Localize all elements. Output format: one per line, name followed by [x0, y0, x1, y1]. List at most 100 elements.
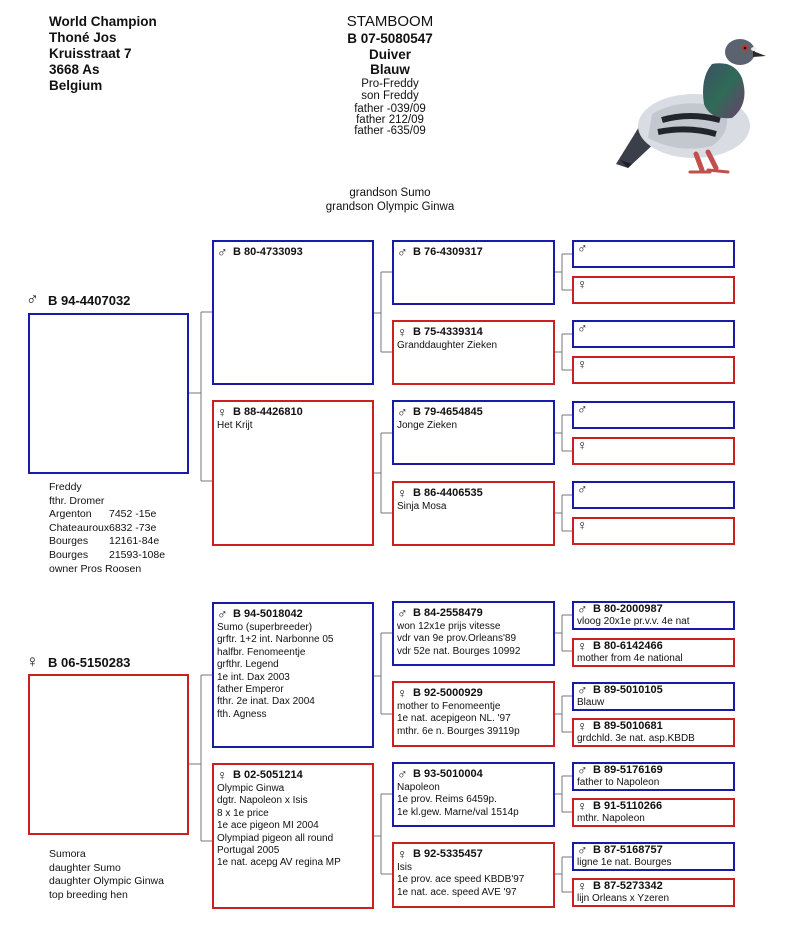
sire-ring: B 94-4407032: [48, 292, 131, 308]
pedigree-card-g4-14: ♀B 91-5110266 mthr. Napoleon: [572, 798, 735, 827]
female-icon: ♀: [577, 276, 588, 292]
card-line: fthr. 2e inat. Dax 2004: [217, 696, 315, 708]
card-line: fth. Agness: [217, 708, 267, 720]
card-line: grftr. 1+2 int. Narbonne 05: [217, 634, 334, 646]
subject-info-3: father -039/09: [354, 102, 426, 115]
subject-sex: Duiver: [368, 46, 412, 62]
owner-city: 3668 As: [49, 62, 100, 77]
male-icon: ♂: [397, 404, 408, 420]
female-icon: ♀: [577, 798, 588, 814]
dam-note: Sumora: [49, 848, 86, 860]
card-line: Jonge Zieken: [397, 420, 458, 431]
ring-number: B 76-4309317: [413, 246, 483, 258]
card-line: father to Napoleon: [577, 777, 660, 788]
card-line: 1e nat. acepigeon NL. '97: [397, 713, 511, 725]
pedigree-card-g4-10: ♀B 80-6142466 mother from 4e national: [572, 638, 735, 667]
sire-photo-box: [28, 313, 189, 474]
card-line: 1e nat. acepg AV regina MP: [217, 857, 341, 869]
male-icon: ♂: [397, 766, 408, 782]
ring-number: B 80-2000987: [593, 603, 663, 615]
subject-color: Blauw: [370, 62, 410, 77]
card-line: lijn Orleans x Yzeren: [577, 893, 670, 904]
male-icon: ♂: [397, 244, 408, 260]
pedigree-card-g4-13: ♂B 89-5176169 father to Napoleon: [572, 762, 735, 791]
ring-number: B 79-4654845: [413, 406, 483, 418]
ring-number: B 94-5018042: [233, 608, 303, 620]
male-icon: ♂: [577, 682, 588, 698]
card-line: Portugal 2005: [217, 845, 280, 857]
female-icon: ♀: [577, 878, 588, 894]
male-icon: ♂: [577, 401, 588, 417]
card-line: Olympic Ginwa: [217, 783, 285, 794]
ring-number: B 89-5010105: [593, 684, 663, 696]
ring-number: B 88-4426810: [233, 406, 303, 418]
female-icon: ♀: [26, 652, 39, 671]
dam-label: ♀ B 06-5150283: [26, 652, 130, 672]
pedigree-card-g4-5: ♂: [572, 401, 735, 429]
card-line: Olympiad pigeon all round: [217, 832, 334, 844]
card-line: father Emperor: [217, 684, 284, 696]
pigeon-image: [616, 39, 766, 174]
dam-note: daughter Sumo: [49, 861, 121, 874]
dam-note: top breeding hen: [49, 888, 128, 901]
card-line: Granddaughter Zieken: [397, 340, 498, 351]
card-line: dgtr. Napoleon x Isis: [217, 795, 308, 807]
ring-number: B 80-4733093: [233, 246, 303, 258]
ring-number: B 87-5273342: [593, 880, 663, 892]
owner-info: World Champion Thoné Jos Kruisstraat 7 3…: [49, 14, 157, 94]
subject-info-1: Pro-Freddy: [361, 77, 419, 90]
card-line: mother from 4e national: [577, 653, 683, 664]
female-icon: ♀: [577, 638, 588, 654]
card-line: won 12x1e prijs vitesse: [397, 621, 501, 632]
owner-title: World Champion: [49, 14, 157, 29]
female-icon: ♀: [397, 485, 408, 501]
female-icon: ♀: [217, 767, 228, 783]
card-line: Napoleon: [397, 782, 440, 793]
female-icon: ♀: [217, 404, 228, 420]
pedigree-header: STAMBOOM B 07-5080547 Duiver Blauw Pro-F…: [280, 13, 500, 136]
card-line: grfthr. Legend: [217, 659, 279, 671]
pedigree-card-sire-dam: ♀B 88-4426810 Het Krijt: [212, 400, 374, 546]
card-line: Sinja Mosa: [397, 501, 447, 512]
female-icon: ♀: [577, 718, 588, 734]
female-icon: ♀: [577, 437, 588, 453]
subject-ring: B 07-5080547: [347, 31, 433, 46]
card-line: vloog 20x1e pr.v.v. 4e nat: [577, 616, 690, 627]
ring-number: B 02-5051214: [233, 769, 303, 781]
pedigree-card-g4-6: ♀: [572, 437, 735, 465]
female-icon: ♀: [577, 517, 588, 533]
ring-number: B 89-5010681: [593, 720, 663, 732]
card-line: mthr. Napoleon: [577, 813, 645, 824]
card-line: mthr. 6e n. Bourges 39119p: [397, 725, 520, 737]
card-line: ligne 1e nat. Bourges: [577, 857, 672, 868]
card-line: 8 x 1e price: [217, 807, 269, 819]
card-line: vdr van 9e prov.Orleans'89: [397, 633, 517, 645]
pedigree-card-g3-1: ♂ B 76-4309317: [392, 240, 555, 305]
male-icon: ♂: [217, 606, 228, 622]
pedigree-card-dam-dam: ♀ B 02-5051214 Olympic Ginwa dgtr. Napole…: [212, 763, 374, 909]
ring-number: B 75-4339314: [413, 326, 483, 338]
descent-note-2: grandson Olympic Ginwa: [325, 200, 455, 213]
ring-number: B 87-5168757: [593, 844, 663, 856]
pedigree-card-g4-2: ♀: [572, 276, 735, 304]
card-line: halfbr. Fenomeentje: [217, 646, 306, 658]
male-icon: ♂: [577, 762, 588, 778]
descent-notes: grandson Sumo grandson Olympic Ginwa: [280, 187, 500, 214]
dam-note: daughter Olympic Ginwa: [49, 875, 164, 888]
pedigree-card-g4-1: ♂: [572, 240, 735, 268]
male-icon: ♂: [217, 244, 228, 260]
pedigree-card-sire-sire: ♂ B 80-4733093: [212, 240, 374, 385]
pedigree-card-g4-16: ♀ B 87-5273342 lijn Orleans x Yzeren: [572, 878, 735, 907]
owner-name: Thoné Jos: [49, 30, 117, 45]
ring-number: B 93-5010004: [413, 768, 483, 780]
female-icon: ♀: [577, 356, 588, 372]
male-icon: ♂: [26, 290, 39, 309]
pedigree-card-g3-8: ♀B 92-5335457 Isis 1e prov. ace speed KB…: [392, 842, 555, 908]
pedigree-card-g4-4: ♀: [572, 356, 735, 384]
ring-number: B 92-5000929: [413, 687, 483, 699]
pedigree-card-g3-5: ♂B 84-2558479 won 12x1e prijs vitesse vd…: [392, 601, 555, 666]
pedigree-card-g3-7: ♂B 93-5010004 Napoleon 1e prov. Reims 64…: [392, 762, 555, 827]
